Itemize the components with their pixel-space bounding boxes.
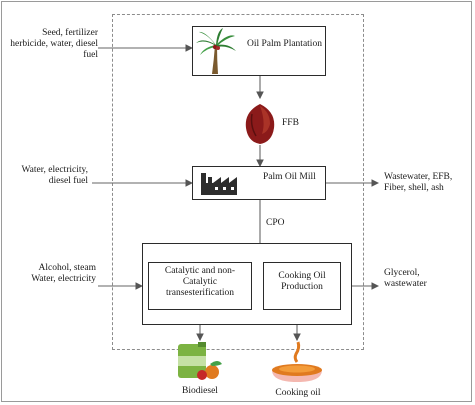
conversion-inputs-label: Alcohol, steam Water, electricity <box>31 263 96 284</box>
cooking-oil-production-label: Cooking Oil Production <box>278 271 326 292</box>
plantation-inputs-label: Seed, fertilizer herbicide, water, diese… <box>10 28 98 60</box>
mill-label: Palm Oil Mill <box>263 172 316 182</box>
palm-tree-icon <box>196 28 236 74</box>
transesterification-label: Catalytic and non-Catalytic transesterif… <box>164 266 236 298</box>
cooking-oil-label: Cooking oil <box>275 388 321 398</box>
biodiesel-can-icon <box>178 342 222 380</box>
transesterification-box: Catalytic and non-Catalytic transesterif… <box>148 262 252 310</box>
mill-box: Palm Oil Mill <box>192 166 326 200</box>
factory-icon <box>201 173 237 195</box>
plantation-label: Oil Palm Plantation <box>247 39 322 49</box>
plantation-box: Oil Palm Plantation <box>192 26 326 76</box>
conversion-outputs-label: Glycerol, wastewater <box>384 268 427 289</box>
system-boundary <box>112 14 364 350</box>
cooking-oil-production-box: Cooking Oil Production <box>263 262 341 310</box>
biodiesel-label: Biodiesel <box>182 386 218 396</box>
mill-outputs-label: Wastewater, EFB, Fiber, shell, ash <box>384 172 453 193</box>
cpo-label: CPO <box>266 218 285 228</box>
mill-inputs-label: Water, electricity, diesel fuel <box>21 165 88 186</box>
ffb-fruit-icon <box>245 104 275 144</box>
ffb-label: FFB <box>282 118 299 128</box>
cooking-oil-pan-icon <box>272 341 322 382</box>
